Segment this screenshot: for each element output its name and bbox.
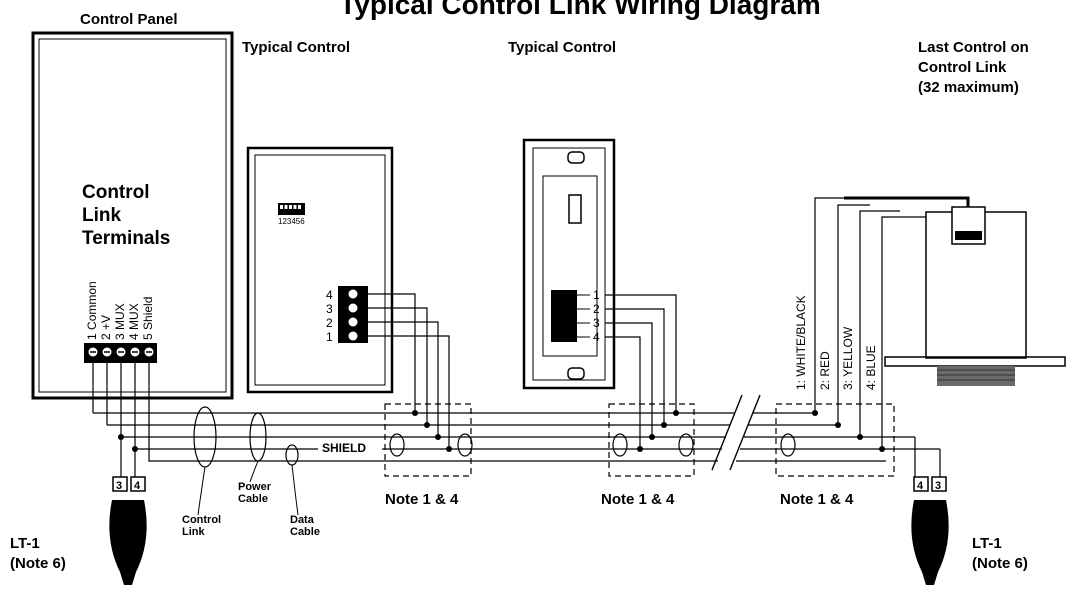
svg-text:LT-1: LT-1 <box>972 535 1002 552</box>
control-panel-box <box>31 31 234 400</box>
svg-text:Note 1 & 4: Note 1 & 4 <box>601 491 675 508</box>
cable-labels: Power Cable Control Link Data Cable <box>182 481 320 538</box>
svg-text:4 MUX: 4 MUX <box>127 303 141 340</box>
svg-text:Control Link: Control Link <box>918 59 1007 76</box>
device1-terminals: 4 3 2 1 <box>326 286 368 344</box>
last-control-fixture <box>844 196 1066 386</box>
svg-text:3: 3 <box>116 480 122 492</box>
terminal-block <box>84 343 157 363</box>
lt1-right: 4 3 LT-1 (Note 6) <box>911 476 1028 585</box>
svg-text:2: 2 <box>326 316 333 330</box>
terminals-title: Control Link Terminals <box>82 182 170 249</box>
svg-text:1: WHITE/BLACK: 1: WHITE/BLACK <box>794 295 808 390</box>
svg-text:3: 3 <box>935 480 941 492</box>
svg-text:Note 1 & 4: Note 1 & 4 <box>780 491 854 508</box>
svg-text:2 +V: 2 +V <box>99 315 113 340</box>
svg-text:Last Control on: Last Control on <box>918 39 1029 56</box>
notes: Note 1 & 4 Note 1 & 4 Note 1 & 4 <box>385 491 854 508</box>
device1-label: Typical Control <box>242 39 350 56</box>
svg-text:Data: Data <box>290 514 315 526</box>
svg-text:LT-1: LT-1 <box>10 535 40 552</box>
svg-text:3 MUX: 3 MUX <box>113 303 127 340</box>
wiring <box>92 197 941 477</box>
svg-text:2: RED: 2: RED <box>818 351 832 390</box>
lt1-left: 3 4 LT-1 (Note 6) <box>10 476 147 585</box>
svg-text:5 Shield: 5 Shield <box>141 297 155 340</box>
last-control-wire-labels: 1: WHITE/BLACK 2: RED 3: YELLOW 4: BLUE <box>794 295 878 390</box>
svg-text:Power: Power <box>238 481 272 493</box>
svg-text:4: 4 <box>134 480 141 492</box>
svg-text:4: 4 <box>593 330 600 344</box>
svg-text:1: 1 <box>326 330 333 344</box>
svg-text:1 Common: 1 Common <box>85 281 99 340</box>
diagram-title: Typical Control Link Wiring Diagram <box>339 0 821 20</box>
device1-plate <box>246 146 394 394</box>
svg-text:3: 3 <box>326 302 333 316</box>
svg-text:Note 1 & 4: Note 1 & 4 <box>385 491 459 508</box>
break-marks <box>711 394 761 471</box>
svg-text:4: 4 <box>326 288 333 302</box>
svg-text:(32 maximum): (32 maximum) <box>918 79 1019 96</box>
svg-text:Link: Link <box>182 526 205 538</box>
svg-text:123456: 123456 <box>278 217 305 226</box>
shield-label: SHIELD <box>322 441 366 455</box>
junction-boxes <box>384 403 895 477</box>
svg-text:(Note 6): (Note 6) <box>972 555 1028 572</box>
cable-leaders <box>197 460 299 516</box>
device2-plate <box>522 138 616 390</box>
terminal-labels: 1 Common 2 +V 3 MUX 4 MUX 5 Shield <box>85 281 155 340</box>
last-control-label: Last Control on Control Link (32 maximum… <box>918 39 1029 96</box>
svg-text:Control: Control <box>82 182 150 203</box>
svg-text:Cable: Cable <box>290 526 320 538</box>
junction-dots <box>118 410 885 452</box>
svg-text:4: 4 <box>917 480 924 492</box>
svg-text:4: BLUE: 4: BLUE <box>864 345 878 390</box>
svg-text:Terminals: Terminals <box>82 228 170 249</box>
svg-text:3: 3 <box>593 316 600 330</box>
svg-text:Link: Link <box>82 205 121 226</box>
svg-text:2: 2 <box>593 302 600 316</box>
svg-text:Cable: Cable <box>238 493 268 505</box>
device2-label: Typical Control <box>508 39 616 56</box>
device2-terminals: 1 2 3 4 <box>551 288 600 344</box>
svg-text:Control: Control <box>182 514 221 526</box>
svg-text:(Note 6): (Note 6) <box>10 555 66 572</box>
dip-switch: 123456 <box>278 203 305 226</box>
svg-text:3: YELLOW: 3: YELLOW <box>841 326 855 390</box>
control-panel-label: Control Panel <box>80 11 178 28</box>
svg-text:1: 1 <box>593 288 600 302</box>
